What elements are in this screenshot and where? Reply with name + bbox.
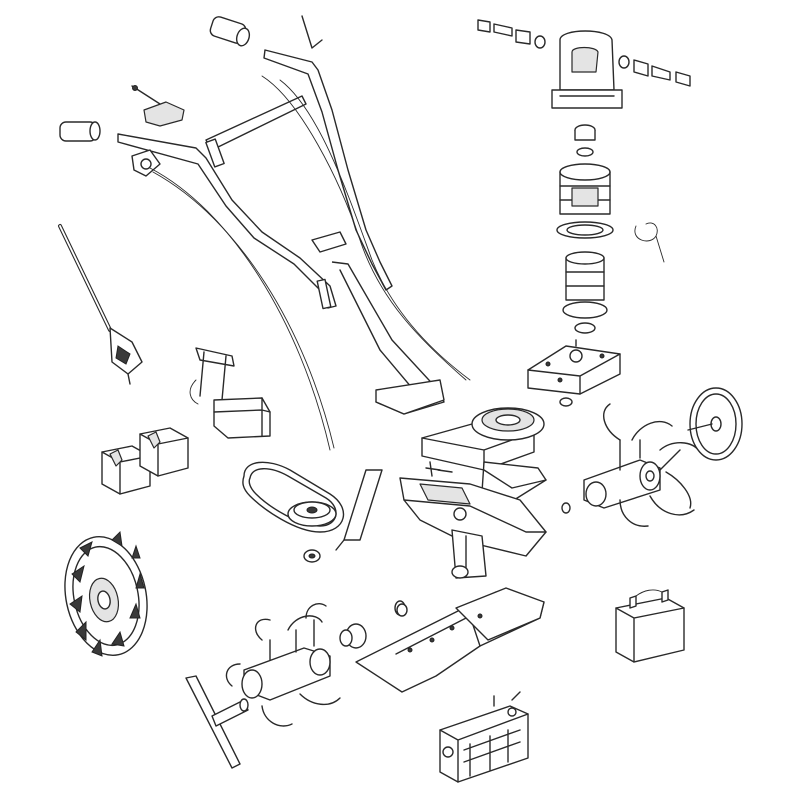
wheel-weight-icon <box>101 427 189 495</box>
side-disc-icon <box>185 675 249 769</box>
cylinder-icon <box>562 251 608 334</box>
engine-icon <box>477 19 691 109</box>
mounting-bracket-icon <box>189 347 271 439</box>
crankshaft-icon <box>527 339 621 407</box>
gearbox-icon <box>421 407 547 501</box>
handle-grip-icon <box>59 16 251 142</box>
tiller-tines-icon <box>583 403 701 527</box>
battery-icon <box>615 589 685 663</box>
piston-icon <box>556 124 665 263</box>
control-cable-icon <box>149 15 471 451</box>
transmission-icon <box>439 691 529 783</box>
throttle-lever-icon <box>131 85 185 177</box>
chassis-frame-icon <box>399 461 571 579</box>
side-disc-icon <box>687 387 743 461</box>
fender-shield-icon <box>339 587 545 693</box>
handlebar-icon <box>117 49 445 415</box>
depth-bar-icon <box>396 469 453 617</box>
pulley-icon <box>287 469 383 563</box>
shift-rod-icon <box>58 224 143 385</box>
wheel-tire-icon <box>64 530 148 657</box>
tiller-tines-icon <box>225 602 341 727</box>
